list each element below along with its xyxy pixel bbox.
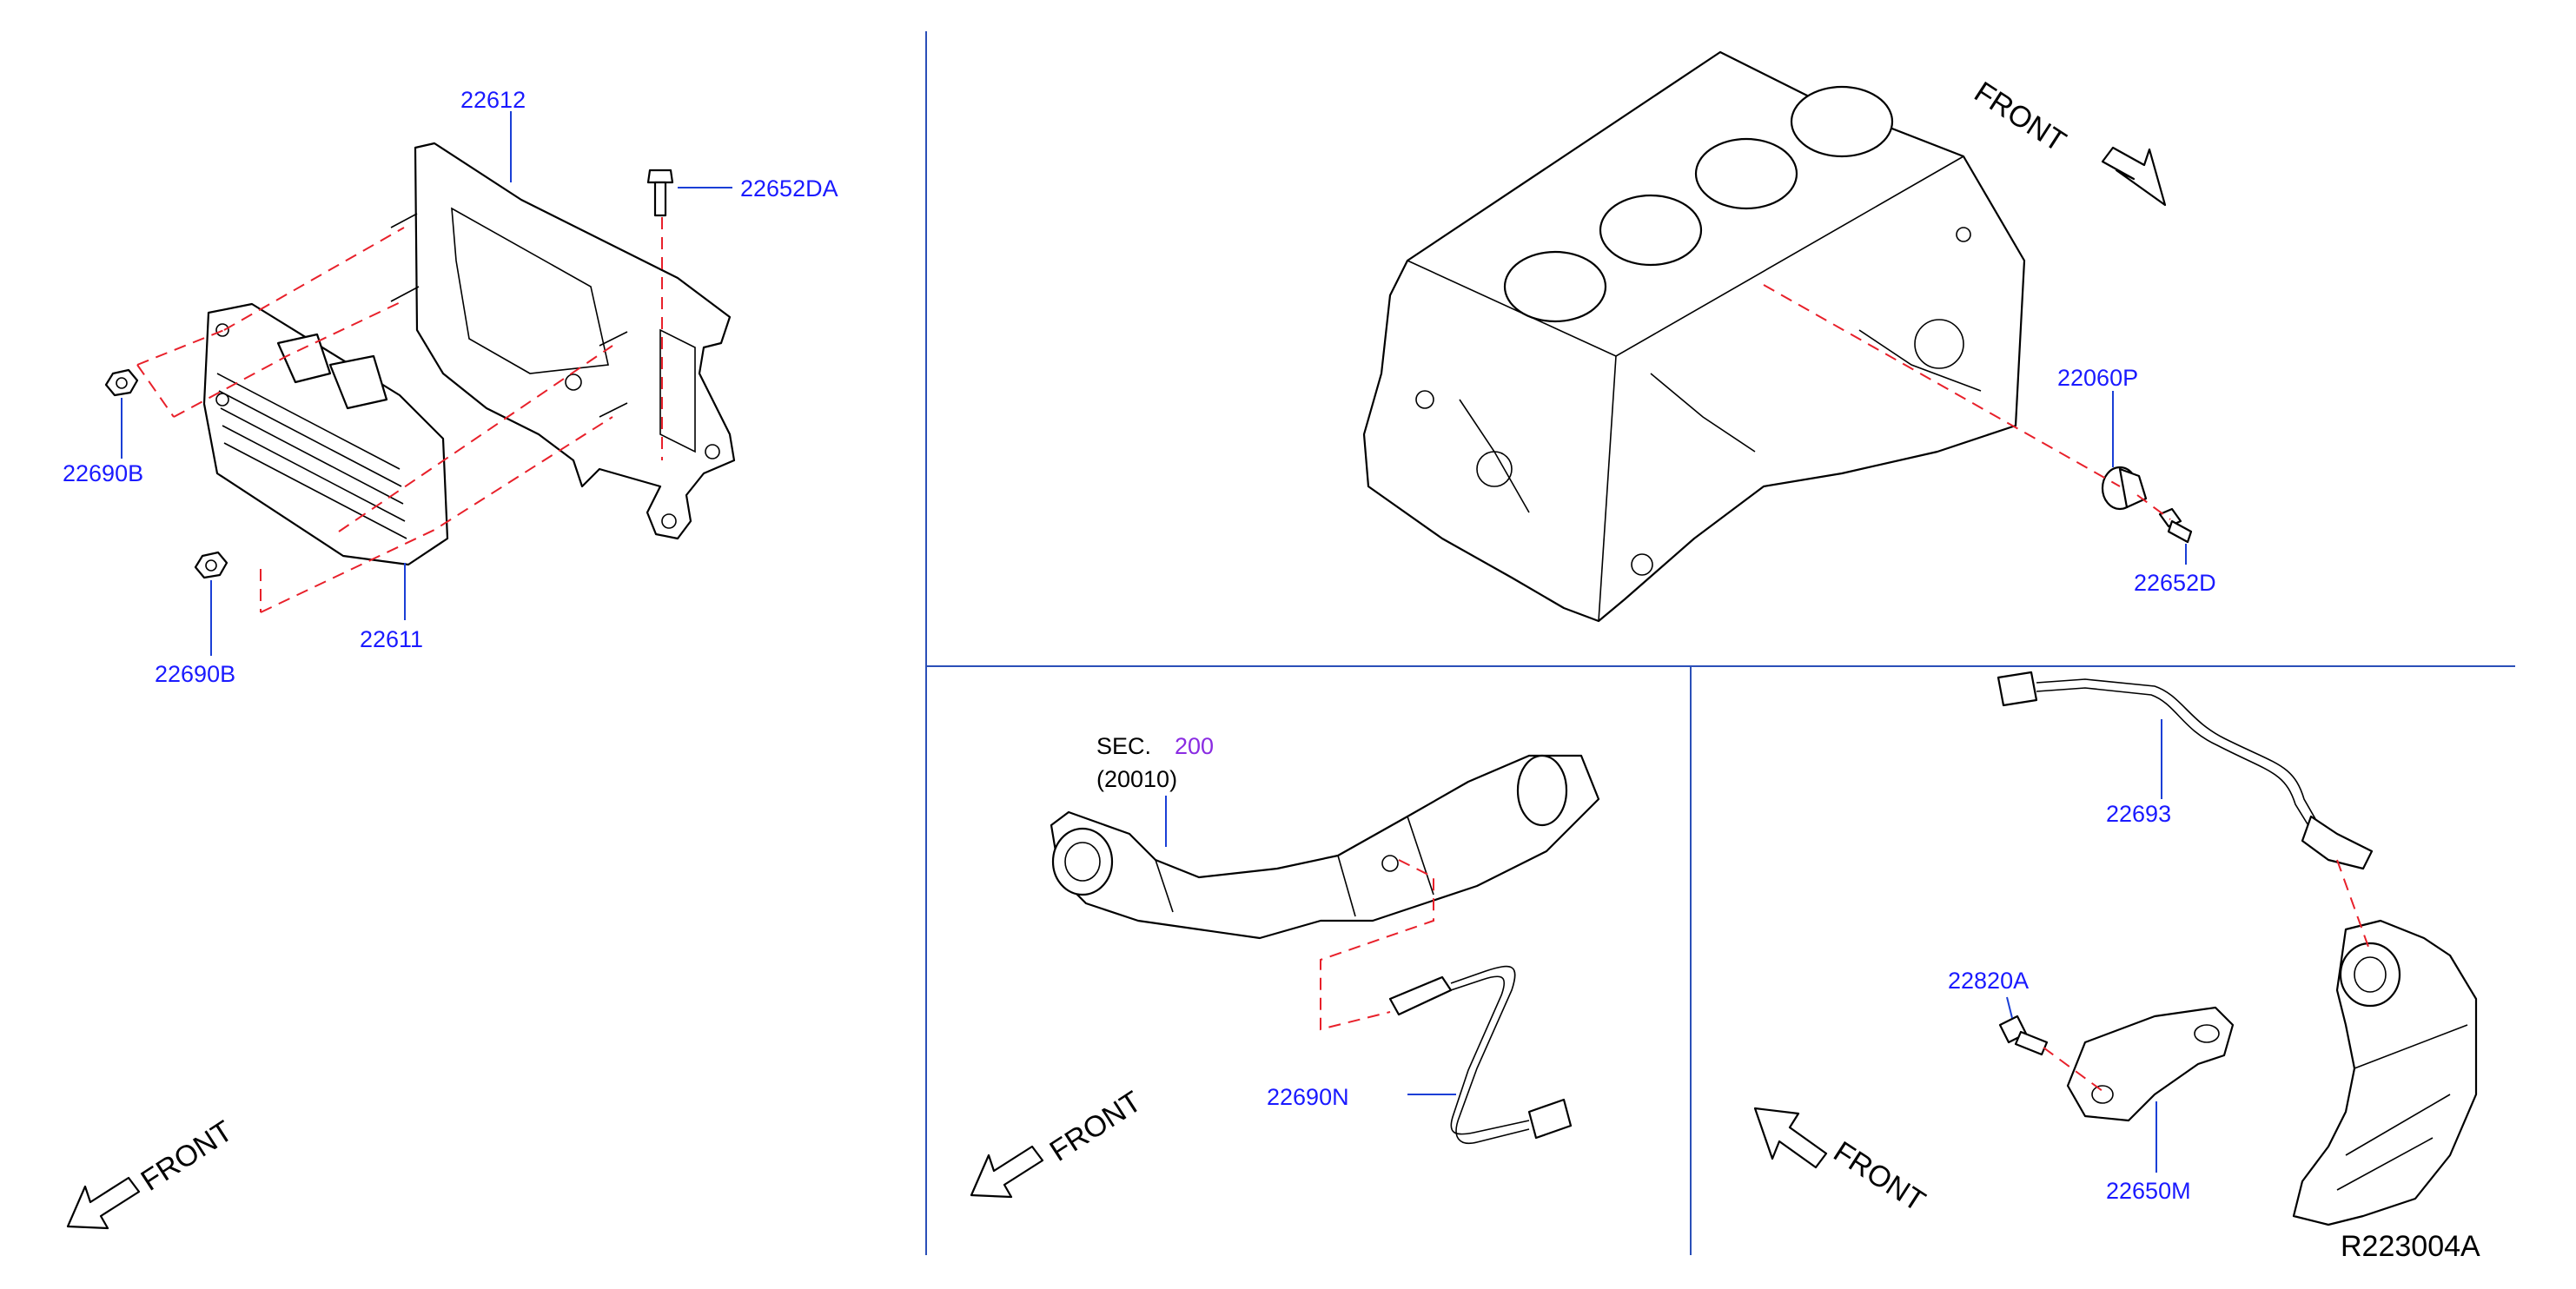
panel-dividers xyxy=(925,31,2515,1255)
nut-22690B-bottom xyxy=(194,551,228,579)
block-assembly-lines xyxy=(1763,284,2171,520)
label-sec: SEC. xyxy=(1096,733,1151,759)
label-22690B-top: 22690B xyxy=(63,460,143,486)
sensor-leaders xyxy=(2006,719,2162,1173)
label-22690N: 22690N xyxy=(1267,1084,1349,1110)
exhaust-leaders xyxy=(1165,796,1456,1095)
label-sec-number: 200 xyxy=(1175,733,1214,759)
ecm-bracket-22612 xyxy=(414,142,736,540)
label-22650M: 22650M xyxy=(2106,1178,2191,1204)
label-22693: 22693 xyxy=(2106,801,2171,827)
exhaust-manifold-catalyst xyxy=(1050,754,1600,940)
reference-code: R223004A xyxy=(2341,1230,2480,1263)
label-22690B-bottom: 22690B xyxy=(155,661,235,687)
label-22612: 22612 xyxy=(460,87,526,113)
front-label-exhaust: FRONT xyxy=(1044,1085,1148,1168)
label-sec-sub: (20010) xyxy=(1096,766,1177,792)
front-arrow-sensor: FRONT xyxy=(1753,1107,1931,1219)
o2-sensor-22690N xyxy=(1388,965,1573,1144)
label-22652DA: 22652DA xyxy=(740,175,838,202)
ecm-studs xyxy=(390,213,628,418)
label-22060P: 22060P xyxy=(2057,365,2138,391)
bracket-22650M xyxy=(2066,1006,2235,1122)
heat-shield-converter xyxy=(2292,919,2478,1226)
front-label-ecm: FRONT xyxy=(136,1114,239,1198)
label-22652D: 22652D xyxy=(2134,570,2216,596)
exhaust-assembly-lines xyxy=(1320,859,1434,1031)
front-arrow-block: FRONT xyxy=(1969,76,2167,207)
bolt-22652DA xyxy=(646,169,674,217)
bolt-22820A xyxy=(1998,1015,2049,1056)
label-22611: 22611 xyxy=(360,626,423,652)
nut-22690B-top xyxy=(104,368,139,397)
ecm-unit-22611 xyxy=(202,302,449,566)
front-arrow-exhaust: FRONT xyxy=(970,1085,1148,1199)
front-arrow-ecm: FRONT xyxy=(66,1114,239,1230)
cylinder-block xyxy=(1362,50,2026,623)
knock-sensor-22060P xyxy=(2101,466,2148,511)
bolt-22652D xyxy=(2158,507,2193,544)
ecm-assembly-lines xyxy=(136,217,663,613)
block-leaders xyxy=(2112,391,2187,565)
sensor-assembly-lines xyxy=(2043,859,2369,1092)
label-22820A: 22820A xyxy=(1948,968,2029,994)
front-label-block: FRONT xyxy=(1969,76,2072,159)
air-fuel-sensor-22693 xyxy=(1997,671,2374,870)
front-label-sensor: FRONT xyxy=(1828,1135,1931,1219)
ecm-leaders xyxy=(121,111,732,656)
